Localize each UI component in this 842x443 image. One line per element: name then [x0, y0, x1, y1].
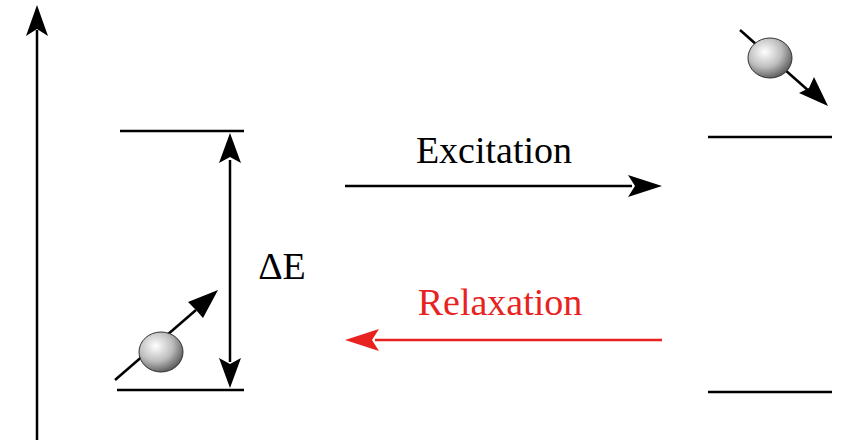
electron — [139, 332, 183, 372]
gap-arrowhead — [219, 358, 241, 388]
relaxation-arrowhead — [345, 329, 379, 351]
energy-axis — [36, 30, 39, 440]
energy-level — [708, 391, 832, 394]
relaxation-arrow — [375, 339, 662, 342]
gap-arrowhead — [219, 133, 241, 163]
electron — [748, 38, 792, 78]
excitation-arrowhead — [628, 175, 662, 197]
energy-level — [708, 136, 832, 139]
spin-arrowhead — [799, 77, 828, 106]
energy-level — [120, 130, 244, 133]
spin-arrowhead — [188, 290, 218, 318]
transition-label: Relaxation — [418, 283, 583, 321]
spin-arrow — [115, 310, 196, 380]
energy-level — [117, 389, 244, 392]
excitation-arrow — [345, 185, 632, 188]
gap-label: ΔE — [258, 247, 306, 285]
spin-arrow — [740, 30, 810, 92]
gap-arrow — [229, 160, 232, 362]
axis-arrowhead — [26, 5, 48, 36]
transition-label: Excitation — [416, 131, 572, 169]
